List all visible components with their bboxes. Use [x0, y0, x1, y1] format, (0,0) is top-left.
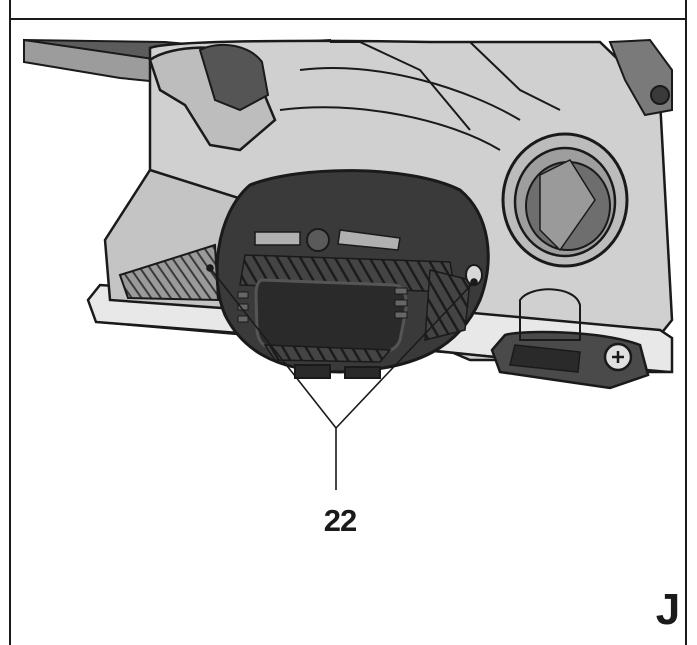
leader-line — [206, 264, 478, 490]
depth-lever — [490, 288, 650, 390]
side-shoe — [103, 168, 252, 312]
chip-ejection-port — [501, 132, 629, 268]
callout-number: 22 — [323, 503, 357, 538]
frame-border — [9, 0, 687, 645]
motor-end-cap — [215, 169, 490, 379]
figure-letter: J — [655, 585, 681, 634]
